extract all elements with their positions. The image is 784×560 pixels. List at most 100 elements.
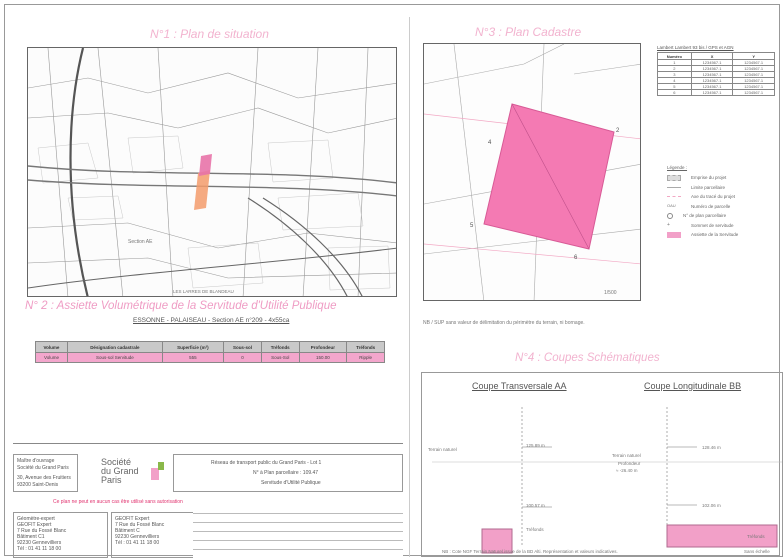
map3-point-2: 2 <box>616 128 620 134</box>
legend-title: Légende : <box>667 165 688 170</box>
legend-label: N° de plan parcellaire <box>683 213 727 219</box>
legend-swatch <box>667 196 681 198</box>
legend-label: Assiette de la Servitude <box>691 232 739 238</box>
map3-point-6: 6 <box>574 255 578 261</box>
table-row: Volume Sous-sol Servitude 555 0 Sous-Sol… <box>35 352 385 363</box>
title-n1: N°1 : Plan de situation <box>150 27 269 41</box>
map3-scale: 1/500 <box>604 290 617 296</box>
sheet-divider <box>409 17 410 557</box>
expert-box <box>13 512 108 558</box>
project-box <box>173 454 403 492</box>
title-block: Maître d'ouvrage Société du Grand Paris … <box>13 443 403 558</box>
parcel-cell-4: Sous-Sol <box>260 352 300 363</box>
situation-map-svg: Section AE LES LARRES DE BLANDEAU <box>28 48 396 296</box>
parcel-table: Volume Désignation cadastrale Superficie… <box>35 341 385 363</box>
coordinate-table: Lambert Lambert 93 bis / GPS et AGN Numé… <box>657 45 775 96</box>
project-line: Servitude d'Utilité Publique <box>261 480 321 486</box>
coupe-left-label: Tréfonds <box>526 527 544 532</box>
legend-item: OAU Numéro de parcelle <box>667 202 779 212</box>
map3-note: NB / SUP sans valeur de délimitation du … <box>423 320 585 326</box>
coord-header-2: Y <box>732 52 775 60</box>
title-n3: N°3 : Plan Cadastre <box>475 25 582 39</box>
parcel-header-5: Profondeur <box>298 341 348 353</box>
situation-map: Section AE LES LARRES DE BLANDEAU <box>27 47 397 297</box>
legend-label: Sommet de servitude <box>691 222 734 228</box>
parcel-header-1: Désignation cadastrale <box>66 341 163 353</box>
map1-subtitle: ESSONNE - PALAISEAU - Section AE n°209 -… <box>133 317 290 324</box>
expert2-line: 92230 Gennevilliers <box>115 534 160 540</box>
logo-mark <box>151 468 159 480</box>
legend-item: N° de plan parcellaire <box>667 211 779 221</box>
expert-line: Géomètre-expert <box>17 516 55 522</box>
coord-header-1: X <box>690 52 734 60</box>
coupe-note: NB : Cote NGF Terrain Naturel issue de l… <box>442 549 618 554</box>
cadastre-map: 2 4 5 6 1/500 <box>423 43 641 301</box>
title-n4: N°4 : Coupes Schématiques <box>515 352 660 364</box>
parcel-cell-2: 555 <box>161 352 225 363</box>
coupe-left-label: 100.57 m <box>526 503 545 508</box>
legend-swatch: + <box>667 222 670 229</box>
legend-label: Numéro de parcelle <box>691 203 731 209</box>
parcel-cell-5: 150.00 <box>298 352 348 363</box>
owner-line: Maître d'ouvrage <box>17 458 55 464</box>
coupe-left-label: 125.89 m <box>526 443 545 448</box>
coupe-left-label: Terrain naturel <box>428 447 457 452</box>
logo-line: du Grand <box>101 466 139 476</box>
map1-label-1: Section AE <box>128 239 153 245</box>
coord-table-title: Lambert Lambert 93 bis / GPS et AGN <box>657 45 734 50</box>
title-n2: N° 2 : Assiette Volumétrique de la Servi… <box>25 300 337 312</box>
legend-label: Axe du tracé du projet <box>691 194 736 200</box>
revision-grid <box>193 512 403 558</box>
legend-item: Emprise du projet <box>667 173 779 183</box>
expert-line: Bâtiment C1 <box>17 534 45 540</box>
coord-header-0: Numéro <box>657 52 692 60</box>
expert-line: GEOFIT Expert <box>17 522 52 528</box>
owner-line: 30, Avenue des Fruitiers <box>17 475 71 481</box>
parcel-header-0: Volume <box>35 341 68 353</box>
coupe-right-label: Tréfonds <box>747 534 765 539</box>
parcel-header-6: Tréfonds <box>346 341 385 353</box>
expert2-line: GEOFIT Expert <box>115 516 150 522</box>
logo-line: Société <box>101 457 132 467</box>
map1-label-3: LES LARRES DE BLANDEAU <box>173 289 234 294</box>
coupe-right-label: Terrain naturel <box>612 453 641 458</box>
coupe-right-label: 128.46 m <box>702 445 721 450</box>
project-line: N° à Plan parcellaire : 109.47 <box>253 470 319 476</box>
expert2-line: Tél : 01 41 11 18 00 <box>115 540 160 546</box>
map3-point-4: 4 <box>488 140 492 146</box>
expert-line: 7 Rue du Fossé Blanc <box>17 528 67 534</box>
legend-item: + Sommet de servitude <box>667 221 779 231</box>
coupe-right-label: Sans échelle <box>744 549 770 554</box>
legend-swatch <box>667 186 681 188</box>
owner-line: 93200 Saint-Denis <box>17 482 59 488</box>
logo-line: Paris <box>101 475 122 485</box>
legend-swatch <box>667 212 673 219</box>
legend-swatch: OAU <box>667 203 676 209</box>
legend-swatch <box>667 231 681 238</box>
plan-sheet: N°1 : Plan de situation N°3 : Plan Cadas… <box>4 4 783 558</box>
map3-point-5: 5 <box>470 223 474 229</box>
legend-item: Assiette de la Servitude <box>667 230 779 240</box>
parcel-cell-1: Sous-sol Servitude <box>66 352 163 363</box>
coupe-right-title: Coupe Longitudinale BB <box>644 381 742 391</box>
parcel-cell-6: Ripple <box>346 352 385 363</box>
legend-item: Limite parcellaire <box>667 183 779 193</box>
expert2-line: 7 Rue du Fossé Blanc <box>115 522 165 528</box>
parcel-header-4: Tréfonds <box>260 341 300 353</box>
owner-line: Société du Grand Paris <box>17 465 69 471</box>
coord-cell: 1234567.1 <box>732 89 775 96</box>
coupe-right-label: 102.06 m <box>702 503 721 508</box>
parcel-header-3: Sous-sol <box>223 341 262 353</box>
coupe-right-label: ≈ -26.40 m <box>616 468 638 473</box>
legend-label: Emprise du projet <box>691 175 727 181</box>
logo-mark <box>158 462 164 470</box>
coupe-right-label: Profondeur <box>618 461 641 466</box>
coupe-left-title: Coupe Transversale AA <box>472 381 567 391</box>
sgp-logo: Société du Grand Paris <box>101 458 139 485</box>
